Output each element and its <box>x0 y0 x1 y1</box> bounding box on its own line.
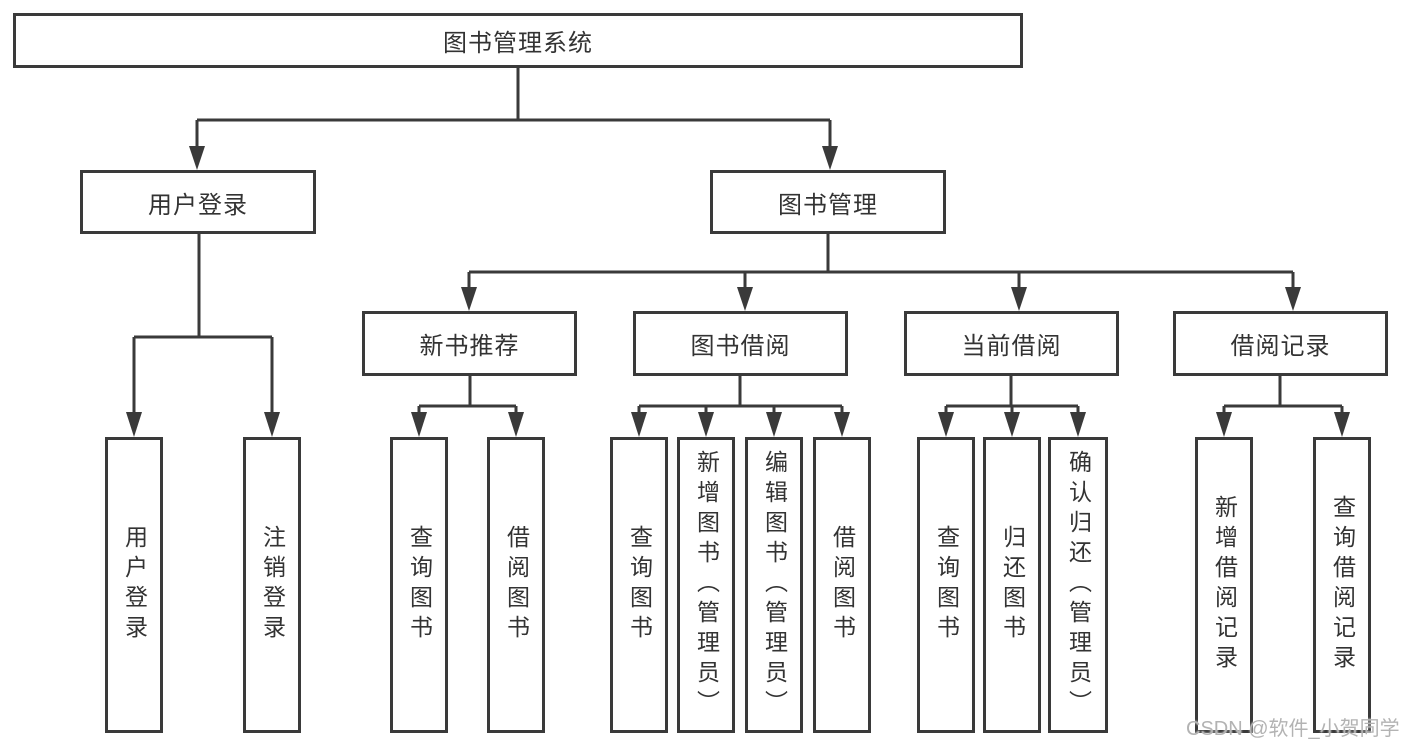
node-book-mgmt: 图书管理 <box>710 170 946 234</box>
csdn-watermark: CSDN @软件_小贺同学 <box>1186 718 1400 740</box>
leaf-edit-books-admin: 编辑图书（管理员） <box>745 437 803 733</box>
arrowhead-icon <box>264 412 280 437</box>
leaf-borrow-books-1-label: 借阅图书 <box>503 525 530 645</box>
leaf-query-books-1: 查询图书 <box>390 437 448 733</box>
node-book-borrow: 图书借阅 <box>633 311 848 376</box>
arrowhead-icon <box>461 287 477 311</box>
leaf-user-login: 用户登录 <box>105 437 163 733</box>
leaf-borrow-books-1: 借阅图书 <box>487 437 545 733</box>
connector-book-mgmt <box>461 234 1301 311</box>
leaf-edit-books-admin-label: 编辑图书（管理员） <box>761 450 788 720</box>
arrowhead-icon <box>938 412 954 437</box>
connector-borrow-records <box>1216 376 1350 437</box>
leaf-query-books-2: 查询图书 <box>610 437 668 733</box>
leaf-logout-label: 注销登录 <box>259 525 286 645</box>
arrowhead-icon <box>1004 412 1020 437</box>
leaf-query-books-1-label: 查询图书 <box>406 525 433 645</box>
leaf-query-books-3: 查询图书 <box>917 437 975 733</box>
connector-root <box>189 68 838 170</box>
arrowhead-icon <box>411 412 427 437</box>
leaf-user-login-label: 用户登录 <box>121 525 148 645</box>
leaf-return-books: 归还图书 <box>983 437 1041 733</box>
leaf-query-borrow-record: 查询借阅记录 <box>1313 437 1371 733</box>
arrowhead-icon <box>189 146 205 170</box>
arrowhead-icon <box>1070 412 1086 437</box>
arrowhead-icon <box>631 412 647 437</box>
arrowhead-icon <box>698 412 714 437</box>
arrowhead-icon <box>737 287 753 311</box>
arrowhead-icon <box>1216 412 1232 437</box>
leaf-confirm-return-admin: 确认归还（管理员） <box>1048 437 1108 733</box>
node-current-borrow: 当前借阅 <box>904 311 1119 376</box>
leaf-add-borrow-record: 新增借阅记录 <box>1195 437 1253 733</box>
leaf-confirm-return-admin-label: 确认归还（管理员） <box>1065 450 1092 720</box>
leaf-borrow-books-2: 借阅图书 <box>813 437 871 733</box>
node-user-login: 用户登录 <box>80 170 316 234</box>
leaf-add-books-admin: 新增图书（管理员） <box>677 437 735 733</box>
arrowhead-icon <box>834 412 850 437</box>
connector-user-login <box>126 234 280 437</box>
node-borrow-records-label: 借阅记录 <box>1230 333 1331 360</box>
arrowhead-icon <box>126 412 142 437</box>
leaf-query-borrow-record-label: 查询借阅记录 <box>1329 495 1356 675</box>
leaf-return-books-label: 归还图书 <box>999 525 1026 645</box>
node-current-borrow-label: 当前借阅 <box>961 333 1062 360</box>
connector-current-borrow <box>938 376 1086 437</box>
node-user-login-label: 用户登录 <box>148 191 248 219</box>
connector-book-borrow <box>631 376 850 437</box>
arrowhead-icon <box>766 412 782 437</box>
arrowhead-icon <box>822 146 838 170</box>
leaf-borrow-books-2-label: 借阅图书 <box>829 525 856 645</box>
node-book-mgmt-label: 图书管理 <box>778 191 878 219</box>
arrowhead-icon <box>1285 287 1301 311</box>
node-root-label: 图书管理系统 <box>443 30 593 57</box>
node-new-books: 新书推荐 <box>362 311 577 376</box>
node-book-borrow-label: 图书借阅 <box>690 333 791 360</box>
node-borrow-records: 借阅记录 <box>1173 311 1388 376</box>
leaf-query-books-3-label: 查询图书 <box>933 525 960 645</box>
leaf-add-books-admin-label: 新增图书（管理员） <box>693 450 720 720</box>
leaf-add-borrow-record-label: 新增借阅记录 <box>1211 495 1238 675</box>
arrowhead-icon <box>508 412 524 437</box>
arrowhead-icon <box>1011 287 1027 311</box>
node-new-books-label: 新书推荐 <box>419 333 520 360</box>
node-root: 图书管理系统 <box>13 13 1023 68</box>
connector-new-books <box>411 376 524 437</box>
arrowhead-icon <box>1334 412 1350 437</box>
leaf-query-books-2-label: 查询图书 <box>626 525 653 645</box>
leaf-logout: 注销登录 <box>243 437 301 733</box>
